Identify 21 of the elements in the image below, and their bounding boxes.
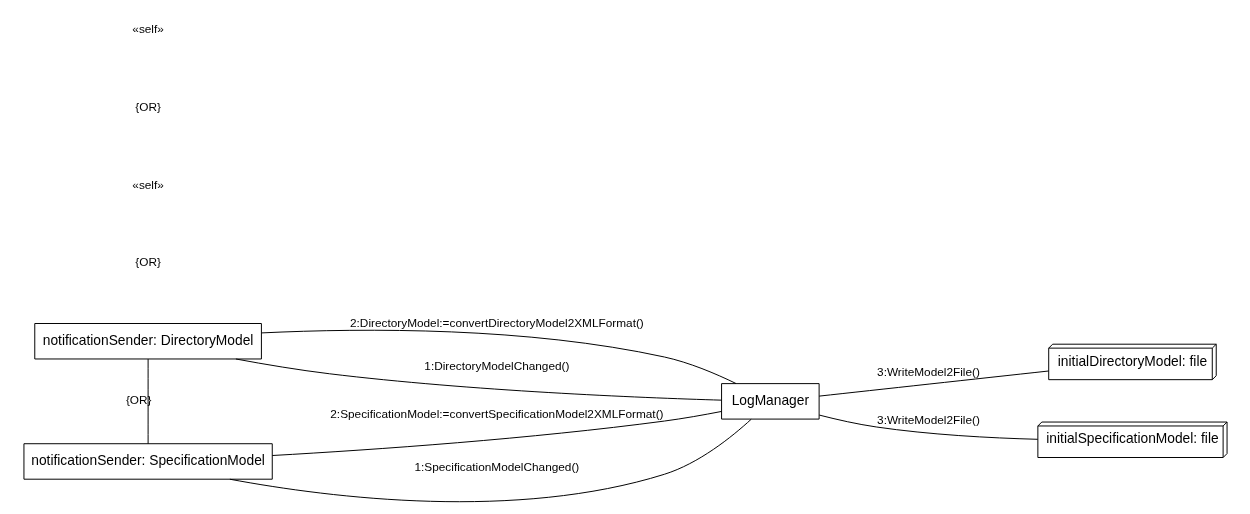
connector (228, 418, 752, 503)
connector (818, 370, 1049, 397)
label: {OR} (134, 255, 161, 270)
connector (271, 410, 722, 456)
connector (818, 414, 1038, 440)
edge-label: 3:WriteModel2File() (876, 412, 980, 427)
edge-label: 2:SpecificationModel:=convertSpecificationModel2XMLFormat() (329, 406, 664, 421)
node-box: LogManager (720, 383, 820, 420)
node-box: notificationSender: DirectoryModel (33, 323, 262, 360)
label: {OR} (134, 99, 161, 114)
connector (147, 358, 149, 445)
label: «self» (131, 21, 164, 36)
connector (260, 329, 736, 384)
node-box: notificationSender: SpecificationModel (22, 443, 273, 480)
edge-label: 3:WriteModel2File() (876, 365, 980, 380)
edge-label: 1:DirectoryModelChanged() (423, 359, 569, 374)
connector (234, 358, 722, 401)
edge-label: 1:SpecificationModelChanged() (414, 459, 579, 474)
edge-label: {OR} (125, 393, 152, 408)
edge-label: 2:DirectoryModel:=convertDirectoryModel2XMLFormat() (349, 316, 644, 331)
label: «self» (131, 177, 164, 192)
